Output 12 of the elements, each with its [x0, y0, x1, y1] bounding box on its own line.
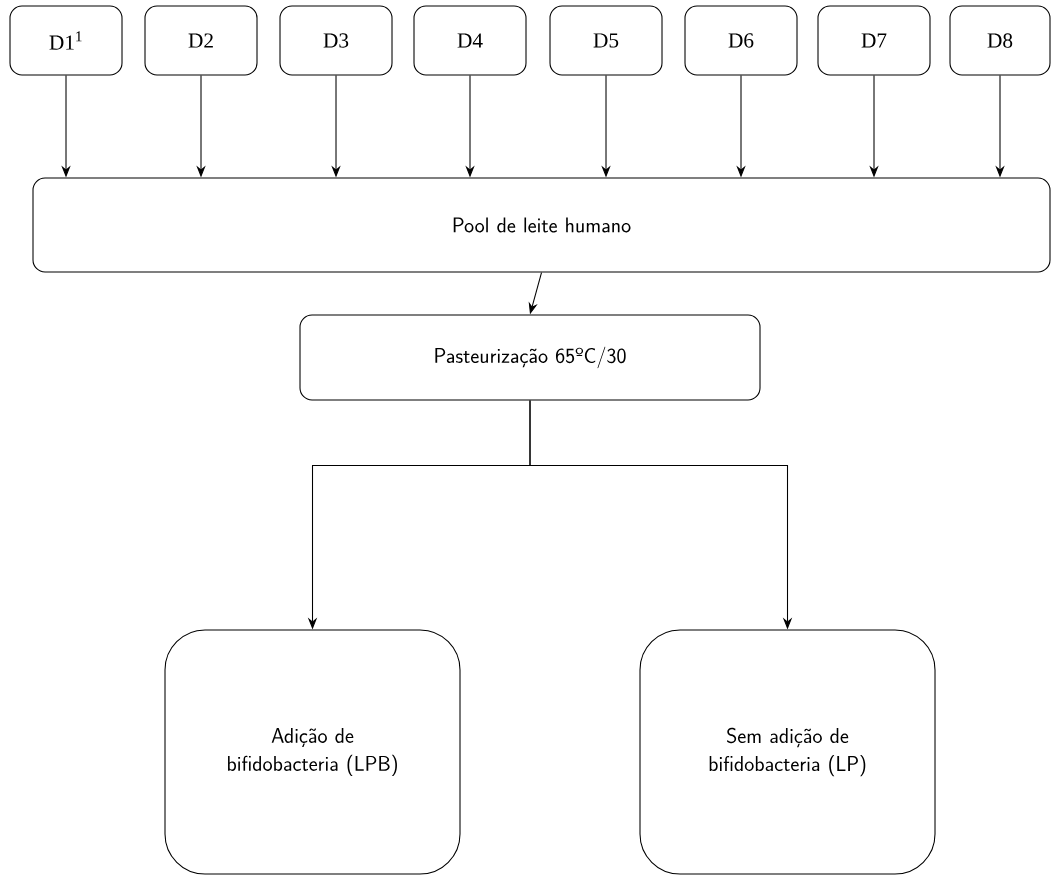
- flow-box: D4: [413, 5, 527, 76]
- flow-box: Adição de bifidobacteria (LPB): [164, 629, 461, 875]
- flow-box: Pool de leite humano: [32, 177, 1051, 273]
- flow-box: D3: [279, 5, 393, 76]
- flow-box: D1$^{1}$: [9, 5, 123, 76]
- flow-box: D5: [549, 5, 663, 76]
- flow-box: D7: [817, 5, 931, 76]
- flow-box: Sem adição de bifidobacteria (LP): [639, 629, 936, 875]
- flow-box: D2: [144, 5, 258, 76]
- flow-box: D8: [949, 5, 1051, 76]
- flow-box: Pasteurização 65ºC/30: [299, 314, 761, 401]
- flow-box: D6: [684, 5, 798, 76]
